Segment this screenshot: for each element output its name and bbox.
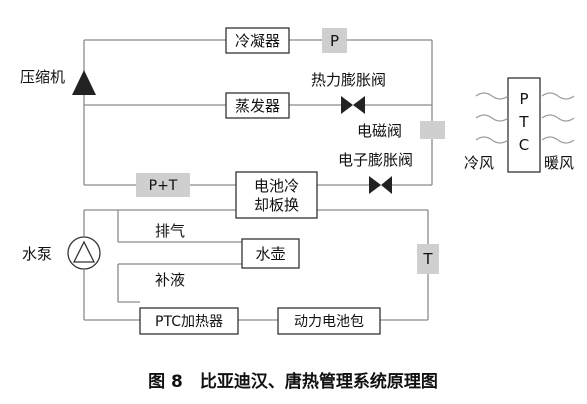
- electronic-expansion-valve-icon: [369, 176, 392, 194]
- warm-air-flow-icon: [541, 92, 575, 144]
- solenoid-valve-label: 电磁阀: [357, 122, 402, 140]
- coolant-lines: [83, 209, 429, 321]
- pt-sensor-box: [136, 173, 190, 197]
- battery-pack-box: [277, 307, 381, 335]
- t-sensor-label: T: [422, 250, 433, 268]
- compressor-label: 压缩机: [20, 68, 65, 86]
- ptc-letter-t: T: [518, 113, 529, 131]
- pt-sensor-label: P+T: [149, 178, 178, 194]
- chiller-label-line2: 却板换: [254, 196, 299, 214]
- solenoid-valve-box: [420, 121, 445, 139]
- water-pump-icon: [72, 240, 96, 263]
- p-sensor-box: [322, 28, 347, 53]
- condenser-box: [225, 27, 290, 54]
- evaporator-label: 蒸发器: [235, 97, 280, 115]
- chiller-label-line1: 电池冷: [254, 177, 299, 195]
- thermal-expansion-valve-icon: [341, 96, 365, 114]
- evaporator-box: [225, 92, 290, 119]
- kettle-label: 水壶: [255, 245, 285, 263]
- refrigerant-lines: [83, 39, 433, 186]
- refill-label: 补液: [155, 271, 185, 289]
- ptc-heater-label: PTC加热器: [155, 314, 223, 330]
- warm-air-label: 暖风: [544, 154, 574, 172]
- ptc-letter-p: P: [519, 90, 528, 108]
- water-pump-circle: [67, 236, 101, 270]
- ptc-heater-box: [139, 307, 239, 335]
- compressor-symbol: [72, 70, 96, 95]
- p-sensor-label: P: [330, 32, 339, 50]
- water-pump-label: 水泵: [22, 245, 52, 263]
- t-sensor-box: [417, 244, 439, 274]
- kettle-box: [241, 238, 300, 269]
- thermal-valve-label: 热力膨胀阀: [311, 71, 386, 89]
- condenser-label: 冷凝器: [235, 32, 280, 50]
- ptc-air-heater-box: [507, 77, 541, 173]
- cold-air-label: 冷风: [464, 154, 494, 172]
- exhaust-label: 排气: [155, 222, 185, 240]
- battery-pack-label: 动力电池包: [294, 314, 364, 330]
- figure-caption: 图 8 比亚迪汉、唐热管理系统原理图: [148, 371, 438, 392]
- electronic-valve-label: 电子膨胀阀: [338, 151, 413, 169]
- ptc-letter-c: C: [519, 136, 529, 154]
- battery-chiller-box: [235, 171, 318, 219]
- cold-air-flow-icon: [475, 92, 509, 144]
